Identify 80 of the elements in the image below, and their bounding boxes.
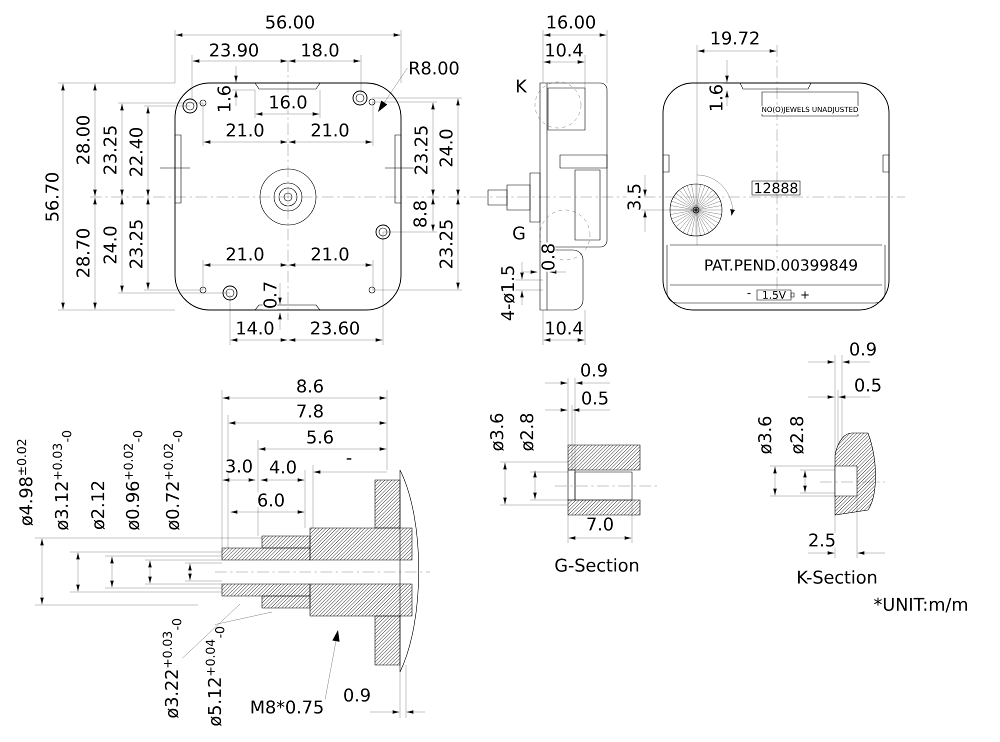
dimension-label: 16.00 [545,14,597,30]
dimension-label: ø3.6 [489,412,505,452]
dimension-label: 24.0 [102,224,118,266]
dimension-label: 21.0 [224,122,266,138]
dimension-label: 0.9 [848,342,878,356]
dimension-label: ø2.8 [789,414,805,456]
dimension-label: 21.0 [310,122,350,138]
dimension-label: 28.00 [76,114,90,166]
dimension-label: - [345,458,353,464]
unit-note: *UNIT:m/m [872,596,970,614]
dimension-label: 10.4 [544,320,584,336]
shaft-section-drawing [310,528,412,560]
dimension-label: 23.60 [309,320,361,336]
dimension-label: 14.0 [234,320,276,336]
front-view-drawing [90,60,476,320]
dimension-label: ø2.12 [90,479,106,531]
section-title: K-Section [796,570,878,584]
section-title: G-Section [554,558,640,572]
dimension-label: 56.70 [44,171,60,223]
dimension-label: 2.5 [807,532,837,548]
dimension-label: ø0.72$^{+0.02}$-0 [162,428,184,532]
leader-line [378,68,408,112]
dimension-label: 1.6 [708,83,724,113]
shaft-section-drawing [310,584,412,616]
shaft-section-drawing [262,596,310,608]
dimension-label: 0.5 [580,390,610,406]
battery-sign: + [799,290,811,300]
printed-text: PAT.PEND.00399849 [703,258,859,272]
leader-line [325,630,340,700]
dimension-label: 24.0 [438,128,454,168]
dimension-label: 8.8 [412,199,428,229]
callout-label: M8*0.75 [249,700,325,714]
callout-letter: K [514,78,528,94]
dimension-label: 19.72 [709,30,761,46]
dimension-label: 23.25 [414,124,428,176]
dimension-label: 10.4 [544,42,584,58]
callout-label: R8.00 [408,60,460,76]
leader-line [182,604,240,658]
printed-text: 1.5V [763,291,786,299]
callout-label: ø3.22$^{+0.03}$-0 [162,616,182,720]
dimension-label: 23.25 [438,218,454,270]
dimension-label: 1.6 [216,84,232,114]
dimension-label: 5.6 [305,430,335,444]
shaft-section-drawing [262,536,310,548]
dimension-label: 56.00 [264,14,316,30]
dimension-label: 4-ø1.5 [500,264,516,322]
dimension-label: 23.25 [128,218,144,270]
callout-letter: G [512,226,527,240]
dimension-label: 0.7 [262,280,278,310]
dimension-label: 6.0 [256,492,286,508]
dimension-label: 23.25 [102,124,118,176]
dimension-label: 21.0 [310,246,350,262]
dimension-label: 18.0 [300,42,340,58]
dimension-label: 7.0 [585,516,615,532]
shaft-section-drawing [222,584,310,596]
dimension-label: ø3.6 [757,414,773,456]
dimension-label: ø4.98$^{±0.02}$ [16,437,34,527]
dimension-label: 0.5 [853,378,883,392]
dimension-label: 21.0 [224,246,266,262]
dimension-label: 3.5 [626,182,642,212]
callout-label: ø5.12$^{+0.04}$-0 [204,624,226,728]
leader-line [214,612,272,625]
dimension-label: 28.70 [76,227,90,279]
dimension-label: 0.9 [579,362,609,378]
dimension-label: 22.40 [128,126,144,178]
dimension-label: ø0.96$^{+0.02}$-0 [122,428,144,532]
shaft-section-drawing [222,548,310,560]
dimension-label: 8.6 [295,378,325,394]
dimension-label: ø2.8 [519,412,535,452]
dimension-label: 3.0 [224,458,254,474]
printed-text: 12888 [752,182,800,194]
dimension-label: 23.90 [208,42,260,58]
dimension-label: 0.8 [540,242,556,272]
shaft-section-drawing [374,480,400,528]
dimension-label: 7.8 [295,404,325,418]
dimension-label: 4.0 [268,460,298,474]
dimension-label: 16.0 [268,94,308,110]
dimension-label: ø3.12$^{+0.03}$-0 [52,428,72,532]
battery-sign: - [746,292,752,298]
dimension-label: 0.9 [342,688,372,702]
